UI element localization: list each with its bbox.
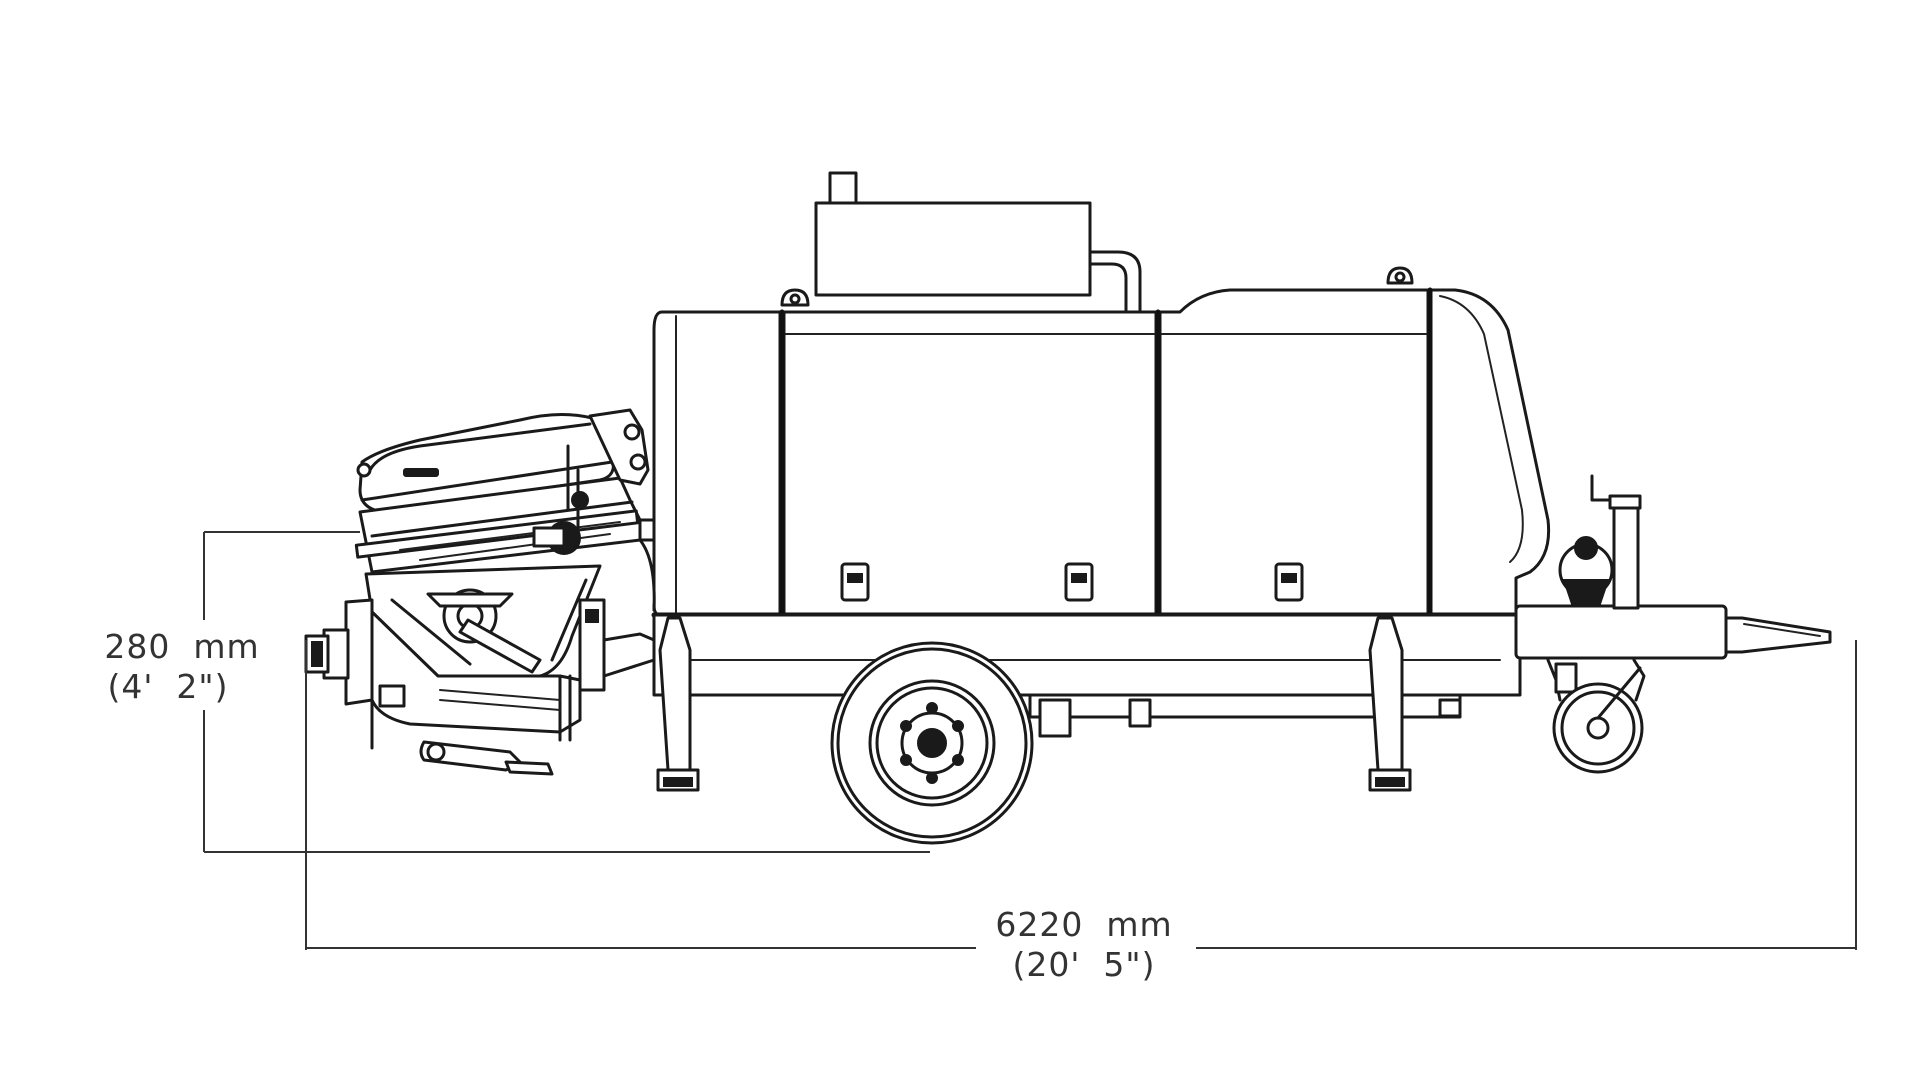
- length-dimension: 6220 mm (20' 5"): [305, 640, 1857, 990]
- door-latch-2: [1064, 562, 1094, 602]
- chassis-frame: [652, 604, 1832, 738]
- height-dimension: 280 mm (4' 2"): [92, 531, 930, 853]
- jockey-wheel-jack: [1546, 474, 1646, 774]
- door-latch-3: [1274, 562, 1304, 602]
- door-latch-1: [840, 562, 870, 602]
- lifting-eye-rear: [1386, 266, 1414, 285]
- hopper-assembly: [304, 408, 656, 776]
- rear-support-leg: [1368, 616, 1412, 792]
- main-wheel: [830, 641, 1034, 845]
- height-dimension-metric-label: 280 mm: [104, 627, 259, 666]
- length-dimension-imperial-label: (20' 5"): [1013, 945, 1156, 984]
- front-support-leg: [656, 616, 700, 792]
- exhaust-muffler: [814, 171, 1142, 314]
- length-dimension-metric-label: 6220 mm: [995, 905, 1172, 944]
- machine-enclosure: [651, 287, 1551, 618]
- height-dimension-imperial-label: (4' 2"): [108, 667, 229, 706]
- lifting-eye-front: [780, 288, 810, 307]
